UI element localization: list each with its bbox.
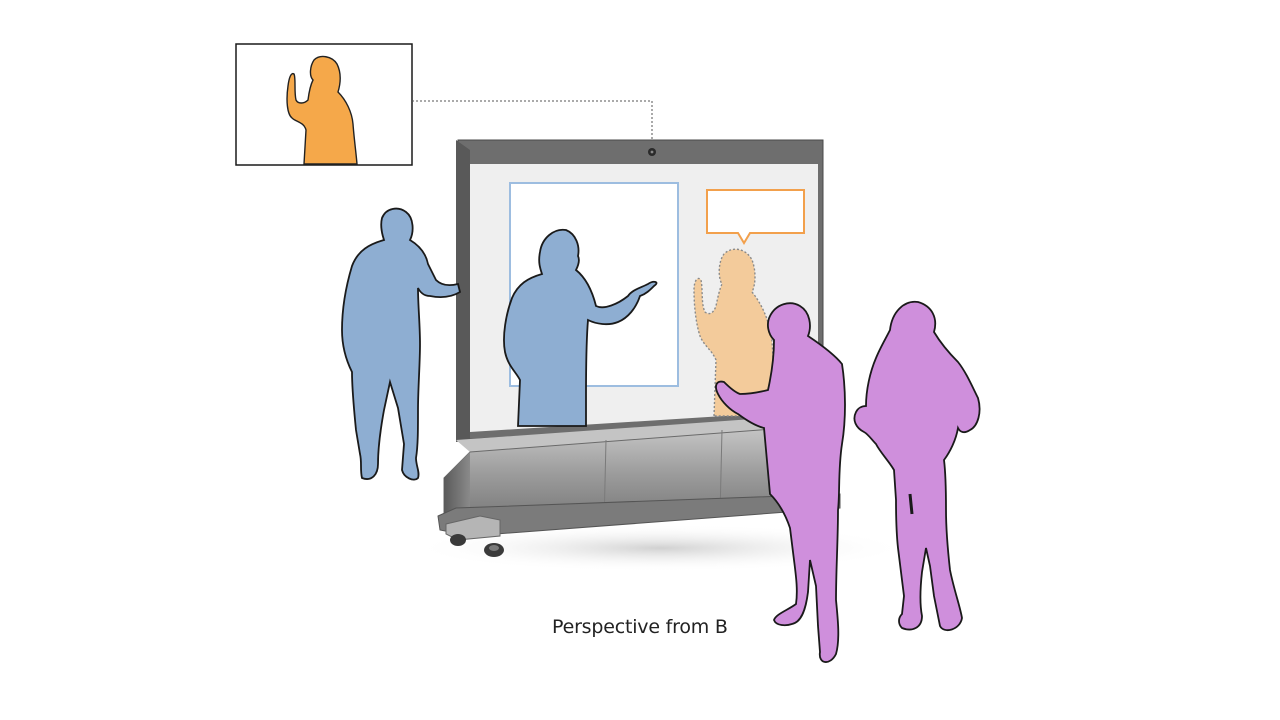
base-plinth [437, 493, 841, 537]
remote-person-ghost [693, 248, 777, 417]
local-viewer-1 [715, 302, 846, 663]
camera-link-line [412, 100, 653, 146]
caption: Perspective from B [552, 616, 728, 638]
wheel-left [450, 534, 466, 546]
display-unit [437, 139, 841, 557]
display-frame-side [456, 140, 470, 442]
speech-bubble-callout [706, 189, 805, 245]
local-viewer-2 [853, 300, 981, 632]
remote-person-thumbnail [286, 55, 358, 165]
floor-shadow [410, 524, 910, 572]
base-top [456, 414, 838, 452]
video-feed-thumbnail [235, 43, 413, 166]
presenter-on-screen [503, 228, 658, 427]
local-presenter [341, 207, 462, 481]
